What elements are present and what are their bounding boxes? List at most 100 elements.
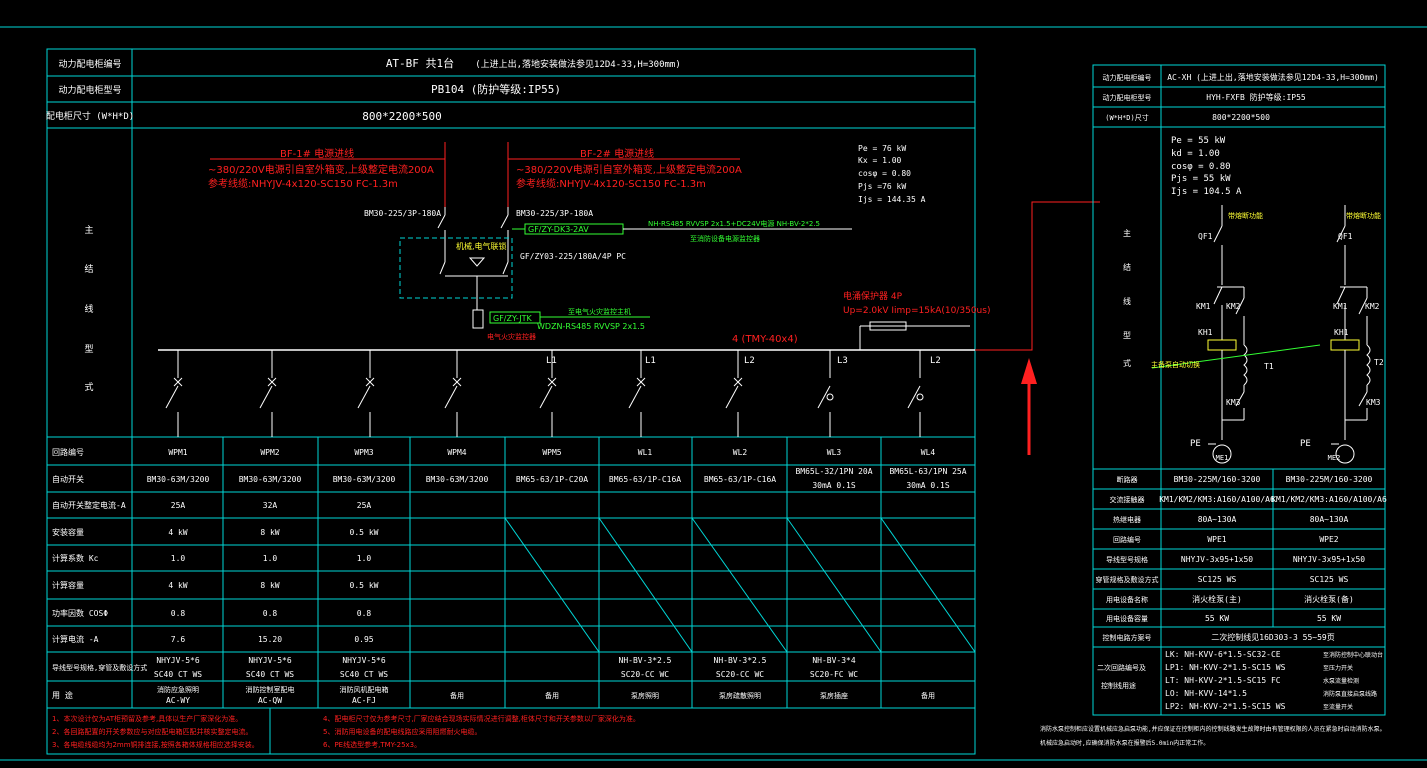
row-label: 导线型号规格,穿管及敷设方式 [52,663,147,672]
phase-label: L2 [744,356,755,366]
cell-ijs: 15.20 [258,635,282,644]
motor-branch [1330,205,1371,464]
r-row-label: 导线型号规格 [1106,555,1148,564]
surge-protector: 电涌保护器 4P Up=2.0kV Iimp=15kA(10/350us) [843,290,990,350]
cell-use: 消防风机配电箱 [340,685,389,694]
incoming-feeders: BF-1# 电源进线 ~380/220V电源引自室外箱变,上级整定电流200A … [208,142,742,310]
main-label-char: 型 [84,344,93,355]
phase-label: L1 [645,356,656,366]
cell-cos: 0.8 [357,609,372,618]
r-header-value-2: HYH-FXFB 防护等级:IP55 [1206,92,1306,102]
cell-id: WPM5 [542,448,561,457]
secondary-use: 至压力开关 [1323,664,1353,672]
cell-use-code: AC-QW [258,696,282,705]
param-line: Pe = 76 kW [858,144,906,153]
cell-breaker: BM65-63/1P-C16A [704,475,776,484]
r-row-label: 用电设备容量 [1106,614,1148,623]
cell-breaker: BM65L-32/1PN 20A [795,467,872,476]
pe-label: PE [1190,439,1201,449]
cell-use: 泵房疏散照明 [719,691,761,700]
cell-ijs: 0.95 [354,635,373,644]
footnote: 机械应急启动时,应确保消防水泵在报警后5.0min内正常工作。 [1040,739,1209,747]
motor-branches [1151,205,1371,464]
monitor-model: GF/ZY-DK3-2AV [528,225,589,234]
kh-label: KH1 [1334,328,1349,337]
param-line: Pjs =76 kW [858,182,906,191]
r-row-label: 热继电器 [1113,515,1141,524]
r-cell-b: 55 KW [1317,614,1341,623]
cell-kc: 1.0 [171,554,186,563]
arrow-up-icon [1021,358,1037,384]
motor-label: ME2 [1328,454,1341,462]
feed1-title: BF-1# 电源进线 [280,147,354,160]
secondary-use: 水泵流量检测 [1323,677,1359,685]
header-label-3: 配电柜尺寸 (W*H*D) [46,110,134,122]
r-main-label-char: 结 [1123,262,1131,272]
row-label: 计算电流 -A [52,634,99,644]
busbar-label: 4 (TMY-40x4) [732,334,798,345]
table-row-labels: 回路编号 自动开关 自动开关整定电流-A 安装容量 计算系数 Kc 计算容量 功… [52,447,147,700]
cell-id: WL3 [827,448,842,457]
row-label: 计算系数 Kc [52,553,99,563]
cell-breaker: BM30-63M/3200 [147,475,210,484]
spd-spec: Up=2.0kV Iimp=15kA(10/350us) [843,306,990,316]
note-line: 4、配电柜尺寸仅为参考尺寸,厂家应结合现场实际情况进行调整,柜体尺寸和开关参数以… [323,714,640,723]
row-label: 自动开关整定电流-A [52,500,126,510]
r-cell-a: WPE1 [1207,535,1226,544]
cell-pjs: 0.5 kW [350,581,379,590]
km-label: KM1 [1196,302,1211,311]
cell-current: 25A [357,501,372,510]
r-cell-b: SC125 WS [1310,575,1349,584]
cell-pjs: 8 kW [260,581,279,590]
note-line: 1、本次设计仅为AT柜预留及参考,具体以生产厂家深化为准。 [52,714,242,723]
cell-use: 泵房插座 [820,691,848,700]
branch-switch [907,350,924,437]
cell-conduit: SC20-CC WC [716,670,764,679]
r-header-value-3: 800*2200*500 [1212,113,1270,122]
row-label: 计算容量 [52,580,84,590]
secondary-circuits: 二次回路编号及 控制线用途 [1097,663,1146,690]
cell-breaker-rcd: 30mA 0.1S [812,481,856,490]
r-row-label: 控制电路方案号 [1103,633,1152,642]
km-label: KM2 [1226,302,1241,311]
cell-breaker: BM65-63/1P-C20A [516,475,588,484]
header-label-1: 动力配电柜编号 [58,58,121,70]
r-main-label: 主 结 线 型 式 [1123,228,1131,368]
row-label: 功率因数 COSΦ [52,608,108,618]
r-cell-b: KM1/KM2/KM3:A160/A100/A6 [1271,495,1387,504]
r-main-label-char: 线 [1123,296,1131,306]
feed2-title: BF-2# 电源进线 [580,147,654,160]
cell-cable: NH-BV-3*2.5 [714,656,767,665]
row-label: 自动开关 [52,474,84,484]
r-param-line: kd = 1.00 [1171,149,1220,159]
r-cell-a: NHYJV-3x95+1x50 [1181,555,1253,564]
pe-label: PE [1300,439,1311,449]
header-label-2: 动力配电柜型号 [58,84,121,96]
secondary-code: LK: NH-KVV-6*1.5-SC32-CE [1165,650,1281,659]
t-label: T1 [1264,362,1274,371]
r-header-label-2: 动力配电柜型号 [1103,93,1152,102]
r-param-line: cosφ = 0.80 [1171,162,1231,172]
branch-switch [444,350,462,437]
cell-cap: 0.5 kW [350,528,379,537]
r-param-line: Ijs = 104.5 A [1171,187,1242,197]
ats-model: GF/ZY03-225/180A/4P PC [520,252,626,261]
phase-label: L3 [837,356,848,366]
cell-conduit: SC20-FC WC [810,670,858,679]
cell-conduit: SC40 CT WS [340,670,388,679]
km-label: KM1 [1333,302,1348,311]
secondary-code: LP2: NH-KVV-2*1.5-SC15 WS [1165,702,1286,711]
note-line: 6、PE线选型参考,TMY-25x3。 [323,740,421,749]
r-row-label: 回路编号 [1113,535,1141,544]
main-label-char: 线 [84,303,93,315]
cell-id: WL4 [921,448,936,457]
r-cell-b: 消火栓泵(备) [1304,594,1354,604]
right-panel-ac-xh: 动力配电柜编号 AC-XH (上进上出,落地安装做法参见12D4-33,H=30… [1092,64,1387,716]
cell-cable: NHYJV-5*6 [248,656,292,665]
header-value-1: AT-BF 共1台 [386,56,454,70]
cell-id: WPM2 [260,448,279,457]
jtk-note: 至电气火灾监控主机 [568,307,631,316]
